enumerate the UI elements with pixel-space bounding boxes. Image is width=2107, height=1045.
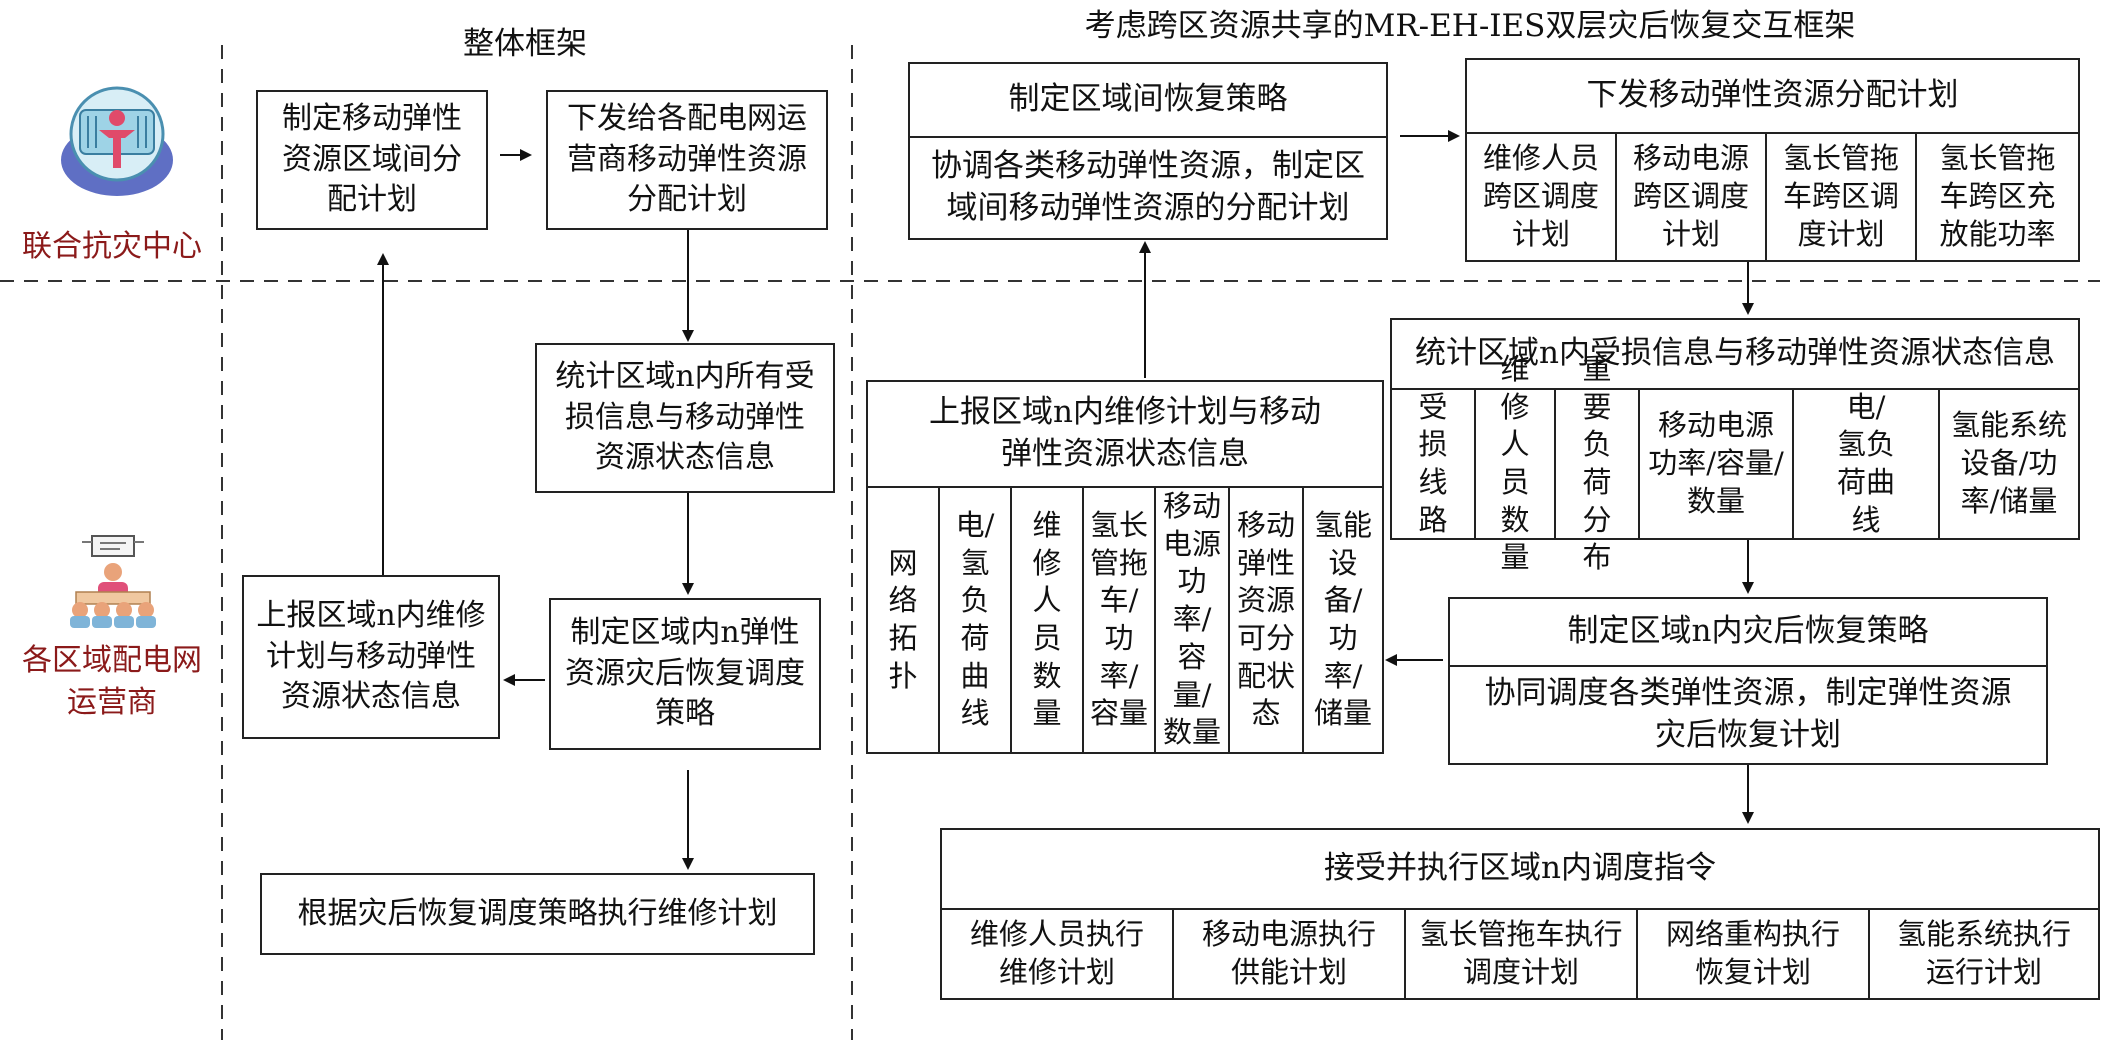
overall-framework-title: 整体框架 bbox=[463, 26, 587, 62]
disaster-center-label: 联合抗灾中心 bbox=[22, 229, 202, 264]
box-collect-damage: 统计区域n内所有受损信息与移动弹性资源状态信息 bbox=[535, 343, 835, 493]
dispatch-cell-4: 氢长管拖车跨区充放能功率 bbox=[1939, 141, 2056, 251]
stats-cell-3: 重要负荷分布 bbox=[1556, 352, 1640, 574]
report-cell-5: 移动电源功率/容量/数量 bbox=[1156, 488, 1230, 752]
dispatch-header: 下发移动弹性资源分配计划 bbox=[1586, 77, 1959, 114]
report-cell-7: 氢能设备/功率/储量 bbox=[1313, 507, 1372, 731]
box-execute-repair: 根据灾后恢复调度策略执行维修计划 bbox=[260, 873, 815, 955]
inter-policy-body: 协调各类移动弹性资源，制定区域间移动弹性资源的分配计划 bbox=[931, 148, 1365, 226]
grid-operator-label-line2: 运营商 bbox=[67, 685, 157, 720]
disaster-center-icon bbox=[58, 82, 176, 202]
group-inter-policy: 制定区域间恢复策略 协调各类移动弹性资源，制定区域间移动弹性资源的分配计划 bbox=[908, 62, 1388, 240]
intra-policy-body: 协同调度各类弹性资源，制定弹性资源灾后恢复计划 bbox=[1484, 675, 2012, 753]
interactive-framework-title: 考虑跨区资源共享的MR-EH-IES双层灾后恢复交互框架 bbox=[1084, 8, 1856, 44]
intra-policy-header: 制定区域n内灾后恢复策略 bbox=[1567, 613, 1929, 650]
report-cell-6: 移动弹性资源可分配状态 bbox=[1230, 488, 1304, 752]
stats-cell-6: 氢能系统设备/功率/储量 bbox=[1950, 408, 2067, 518]
execute-cell-5: 氢能系统执行运行计划 bbox=[1896, 917, 2071, 989]
box-report-plan: 上报区域n内维修计划与移动弹性资源状态信息 bbox=[242, 575, 500, 739]
group-intra-policy: 制定区域n内灾后恢复策略 协同调度各类弹性资源，制定弹性资源灾后恢复计划 bbox=[1448, 597, 2048, 765]
box-allocate-plan-text: 制定移动弹性资源区域间分配计划 bbox=[282, 101, 462, 218]
box-intra-strategy: 制定区域内n弹性资源灾后恢复调度策略 bbox=[549, 598, 821, 750]
grid-operator-label: 各区域配电网 运营商 bbox=[2, 640, 222, 724]
execute-cell-3: 氢长管拖车执行调度计划 bbox=[1406, 910, 1638, 998]
execute-cell-1: 维修人员执行维修计划 bbox=[942, 910, 1174, 998]
report-cell-3: 维修人员数量 bbox=[1012, 488, 1084, 752]
box-allocate-plan: 制定移动弹性资源区域间分配计划 bbox=[256, 90, 488, 230]
stats-cell-4: 移动电源功率/容量/数量 bbox=[1640, 390, 1794, 538]
dispatch-cell-3: 氢长管拖车跨区调度计划 bbox=[1767, 134, 1917, 260]
execute-cell-4: 网络重构执行恢复计划 bbox=[1638, 910, 1870, 998]
group-stats: 统计区域n内受损信息与移动弹性资源状态信息 受损线路 维修人员数量 重要负荷分布… bbox=[1390, 318, 2080, 574]
box-issue-plan: 下发给各配电网运营商移动弹性资源分配计划 bbox=[546, 90, 828, 230]
report-cell-1: 网络拓扑 bbox=[868, 488, 940, 752]
report-cell-2: 电/氢负荷曲线 bbox=[940, 488, 1012, 752]
stats-cell-5: 电/氢负荷曲线 bbox=[1794, 390, 1940, 538]
box-issue-plan-text: 下发给各配电网运营商移动弹性资源分配计划 bbox=[567, 101, 807, 218]
execute-cell-2: 移动电源执行供能计划 bbox=[1174, 910, 1406, 998]
group-dispatch-plan: 下发移动弹性资源分配计划 维修人员跨区调度计划 移动电源跨区调度计划 氢长管拖车… bbox=[1465, 58, 2080, 262]
group-report: 上报区域n内维修计划与移动弹性资源状态信息 网络拓扑 电/氢负荷曲线 维修人员数… bbox=[866, 380, 1384, 754]
report-cell-4: 氢长管拖车/功率/容量 bbox=[1084, 488, 1156, 752]
group-execute: 接受并执行区域n内调度指令 维修人员执行维修计划 移动电源执行供能计划 氢长管拖… bbox=[940, 828, 2100, 1000]
grid-operator-label-line1: 各区域配电网 bbox=[22, 643, 202, 678]
inter-policy-header: 制定区域间恢复策略 bbox=[1008, 81, 1288, 118]
stats-header: 统计区域n内受损信息与移动弹性资源状态信息 bbox=[1415, 335, 2055, 372]
report-header: 上报区域n内维修计划与移动弹性资源状态信息 bbox=[929, 394, 1321, 472]
stats-cell-2: 维修人员数量 bbox=[1476, 352, 1556, 574]
grid-operator-icon bbox=[58, 530, 168, 630]
dispatch-cell-1: 维修人员跨区调度计划 bbox=[1467, 134, 1617, 260]
box-execute-repair-text: 根据灾后恢复调度策略执行维修计划 bbox=[297, 895, 778, 931]
dispatch-cell-2: 移动电源跨区调度计划 bbox=[1617, 134, 1767, 260]
stats-cell-1: 受损线路 bbox=[1392, 390, 1476, 538]
execute-header: 接受并执行区域n内调度指令 bbox=[1324, 850, 1716, 887]
box-report-plan-text: 上报区域n内维修计划与移动弹性资源状态信息 bbox=[256, 598, 486, 715]
box-intra-strategy-text: 制定区域内n弹性资源灾后恢复调度策略 bbox=[565, 615, 805, 732]
box-collect-damage-text: 统计区域n内所有受损信息与移动弹性资源状态信息 bbox=[555, 359, 815, 476]
